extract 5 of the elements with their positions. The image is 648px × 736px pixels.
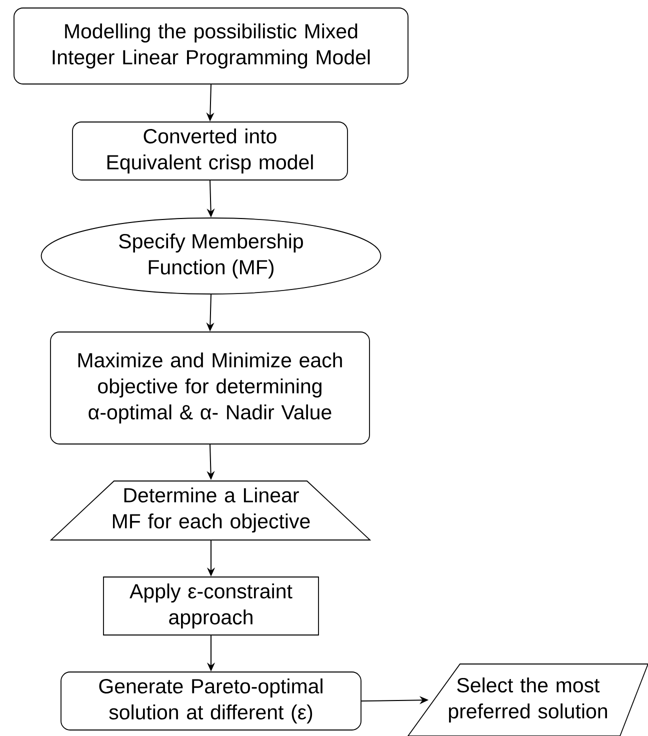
process-box: Apply ε-constraint approach — [103, 576, 319, 636]
process-box: Maximize and Minimize each objective for determining α-optimal & α- Nadir Value — [50, 332, 370, 444]
process-box: Generate Pareto-optimal solution at different (ε) — [60, 672, 362, 730]
process-box: Modelling the possibilistic Mixed Integer Linear Programming Model — [14, 8, 408, 84]
process-box: Converted into Equivalent crisp model — [72, 122, 348, 180]
